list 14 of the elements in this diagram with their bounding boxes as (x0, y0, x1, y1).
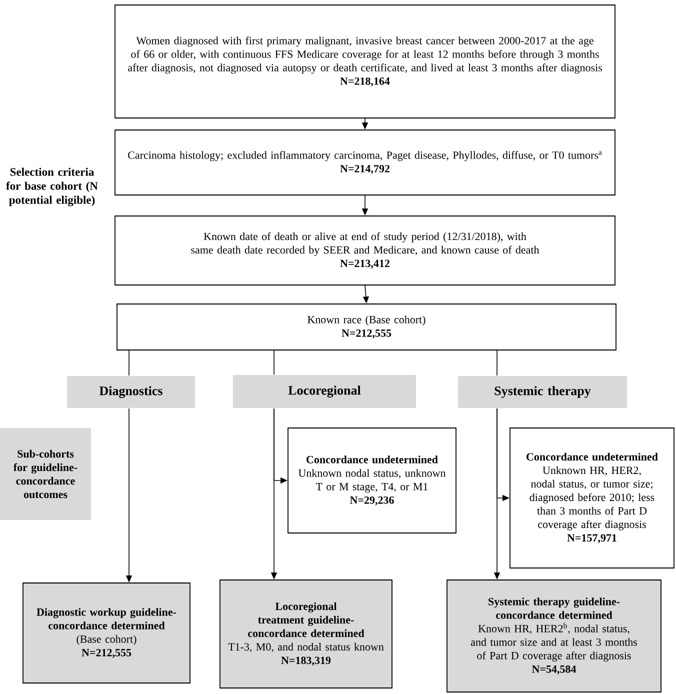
category-band: Diagnostics (67, 376, 195, 408)
side-label-box: Sub-cohorts for guideline-concordance outcomes (0, 428, 91, 520)
criteria-box: Known date of death or alive at end of study period (12/31/2018), with same death date recorded by SEER and Medicare, and known cause of death N=213,412 (114, 216, 616, 286)
category-band: Systemic therapy (458, 376, 627, 408)
cohort-box: Known race (Base cohort) N=212,555 (116, 304, 616, 350)
criteria-box: Carcinoma histology; excluded inflammatory carcinoma, Paget disease, Phyllodes, diffuse, or T0 tumors$^{a}$ N=214,792 (114, 130, 616, 196)
exclusion-box: Concordance undetermined Unknown HR, HER2, nodal status, or tumor size; diagnosed before 2010; less than 3 months of Part D coverage after diagnosis N=157,971 (510, 428, 674, 568)
outcome-box: Systemic therapy guideline-concordance determined Known HR, HER2$^{b}$, nodal status, and tumor size and at least 3 months of Part D coverage after diagnosis N=54,584 (446, 580, 662, 692)
category-band: Locoregional (233, 375, 416, 408)
exclusion-box: Concordance undetermined Unknown nodal status, unknown T or M stage, T4, or M1 N=29,236 (288, 428, 456, 534)
outcome-box: Diagnostic workup guideline-concordance determined (Base cohort) N=212,555 (22, 582, 190, 684)
criteria-box: Women diagnosed with first primary malignant, invasive breast cancer between 2000-2017 at the age of 66 or older, with continuous FFS Medicare coverage for at least 12 months before through 3 months after diagnosis, not diagnosed via autopsy or death certificate, and lived at least 3 months after diagnosis N=218,164 (114, 4, 616, 118)
side-label: Selection criteria for base cohort (N potential eligible) (6, 168, 98, 206)
outcome-box: Locoregional treatment guideline-concordance determined T1-3, M0, and nodal status known N=183,319 (220, 580, 392, 688)
